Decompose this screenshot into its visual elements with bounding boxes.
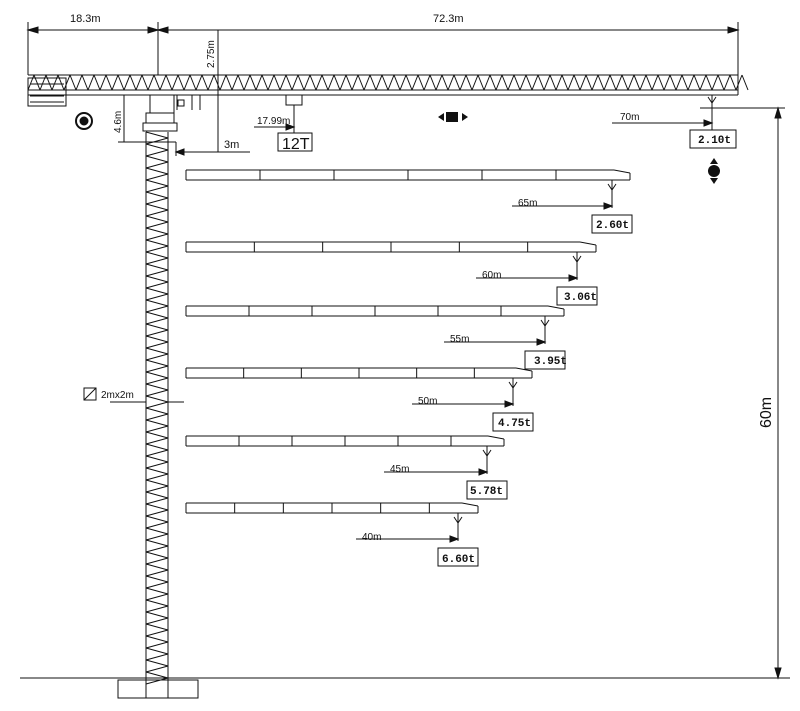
tip-radius: 70m	[620, 112, 639, 123]
jib-radius-label: 60m	[482, 270, 501, 281]
jib-load-label: 4.75t	[498, 418, 531, 430]
jib-radius-label: 50m	[418, 396, 437, 407]
slew-icon	[75, 112, 93, 130]
jib-load-label: 6.60t	[442, 554, 475, 566]
jib-radius-label: 45m	[390, 464, 409, 475]
jib-radius-label: 65m	[518, 198, 537, 209]
counter-jib-length: 18.3m	[70, 13, 101, 25]
jib-row-50: 50m 4.75t	[418, 396, 531, 430]
jib-row-40: 40m 6.60t	[362, 532, 475, 566]
jib-radius-label: 40m	[362, 532, 381, 543]
head-offset-dim: 4.6m	[113, 111, 124, 133]
max-load: 12T	[282, 136, 310, 153]
tip-load: 2.10t	[698, 135, 731, 147]
jib-height-dim: 2.75m	[206, 40, 217, 68]
jib-row-60: 60m 3.06t	[482, 270, 597, 304]
mast-section: 2mx2m	[101, 390, 134, 401]
mast-height: 60m	[758, 397, 775, 428]
jib-length: 72.3m	[433, 13, 464, 25]
jib-radius-label: 55m	[450, 334, 469, 345]
jib-row-55: 55m 3.95t	[450, 334, 567, 368]
jib-load-label: 5.78t	[470, 486, 503, 498]
head-offset-3m: 3m	[224, 139, 239, 151]
jib-row-65: 65m 2.60t	[518, 198, 629, 232]
jib-load-label: 3.06t	[564, 292, 597, 304]
jib-load-label: 3.95t	[534, 356, 567, 368]
trolley-icon	[438, 112, 468, 122]
jib-row-45: 45m 5.78t	[390, 464, 503, 498]
hoist-icon	[708, 158, 720, 184]
max-load-radius: 17.99m	[257, 116, 290, 127]
jib-load-label: 2.60t	[596, 220, 629, 232]
